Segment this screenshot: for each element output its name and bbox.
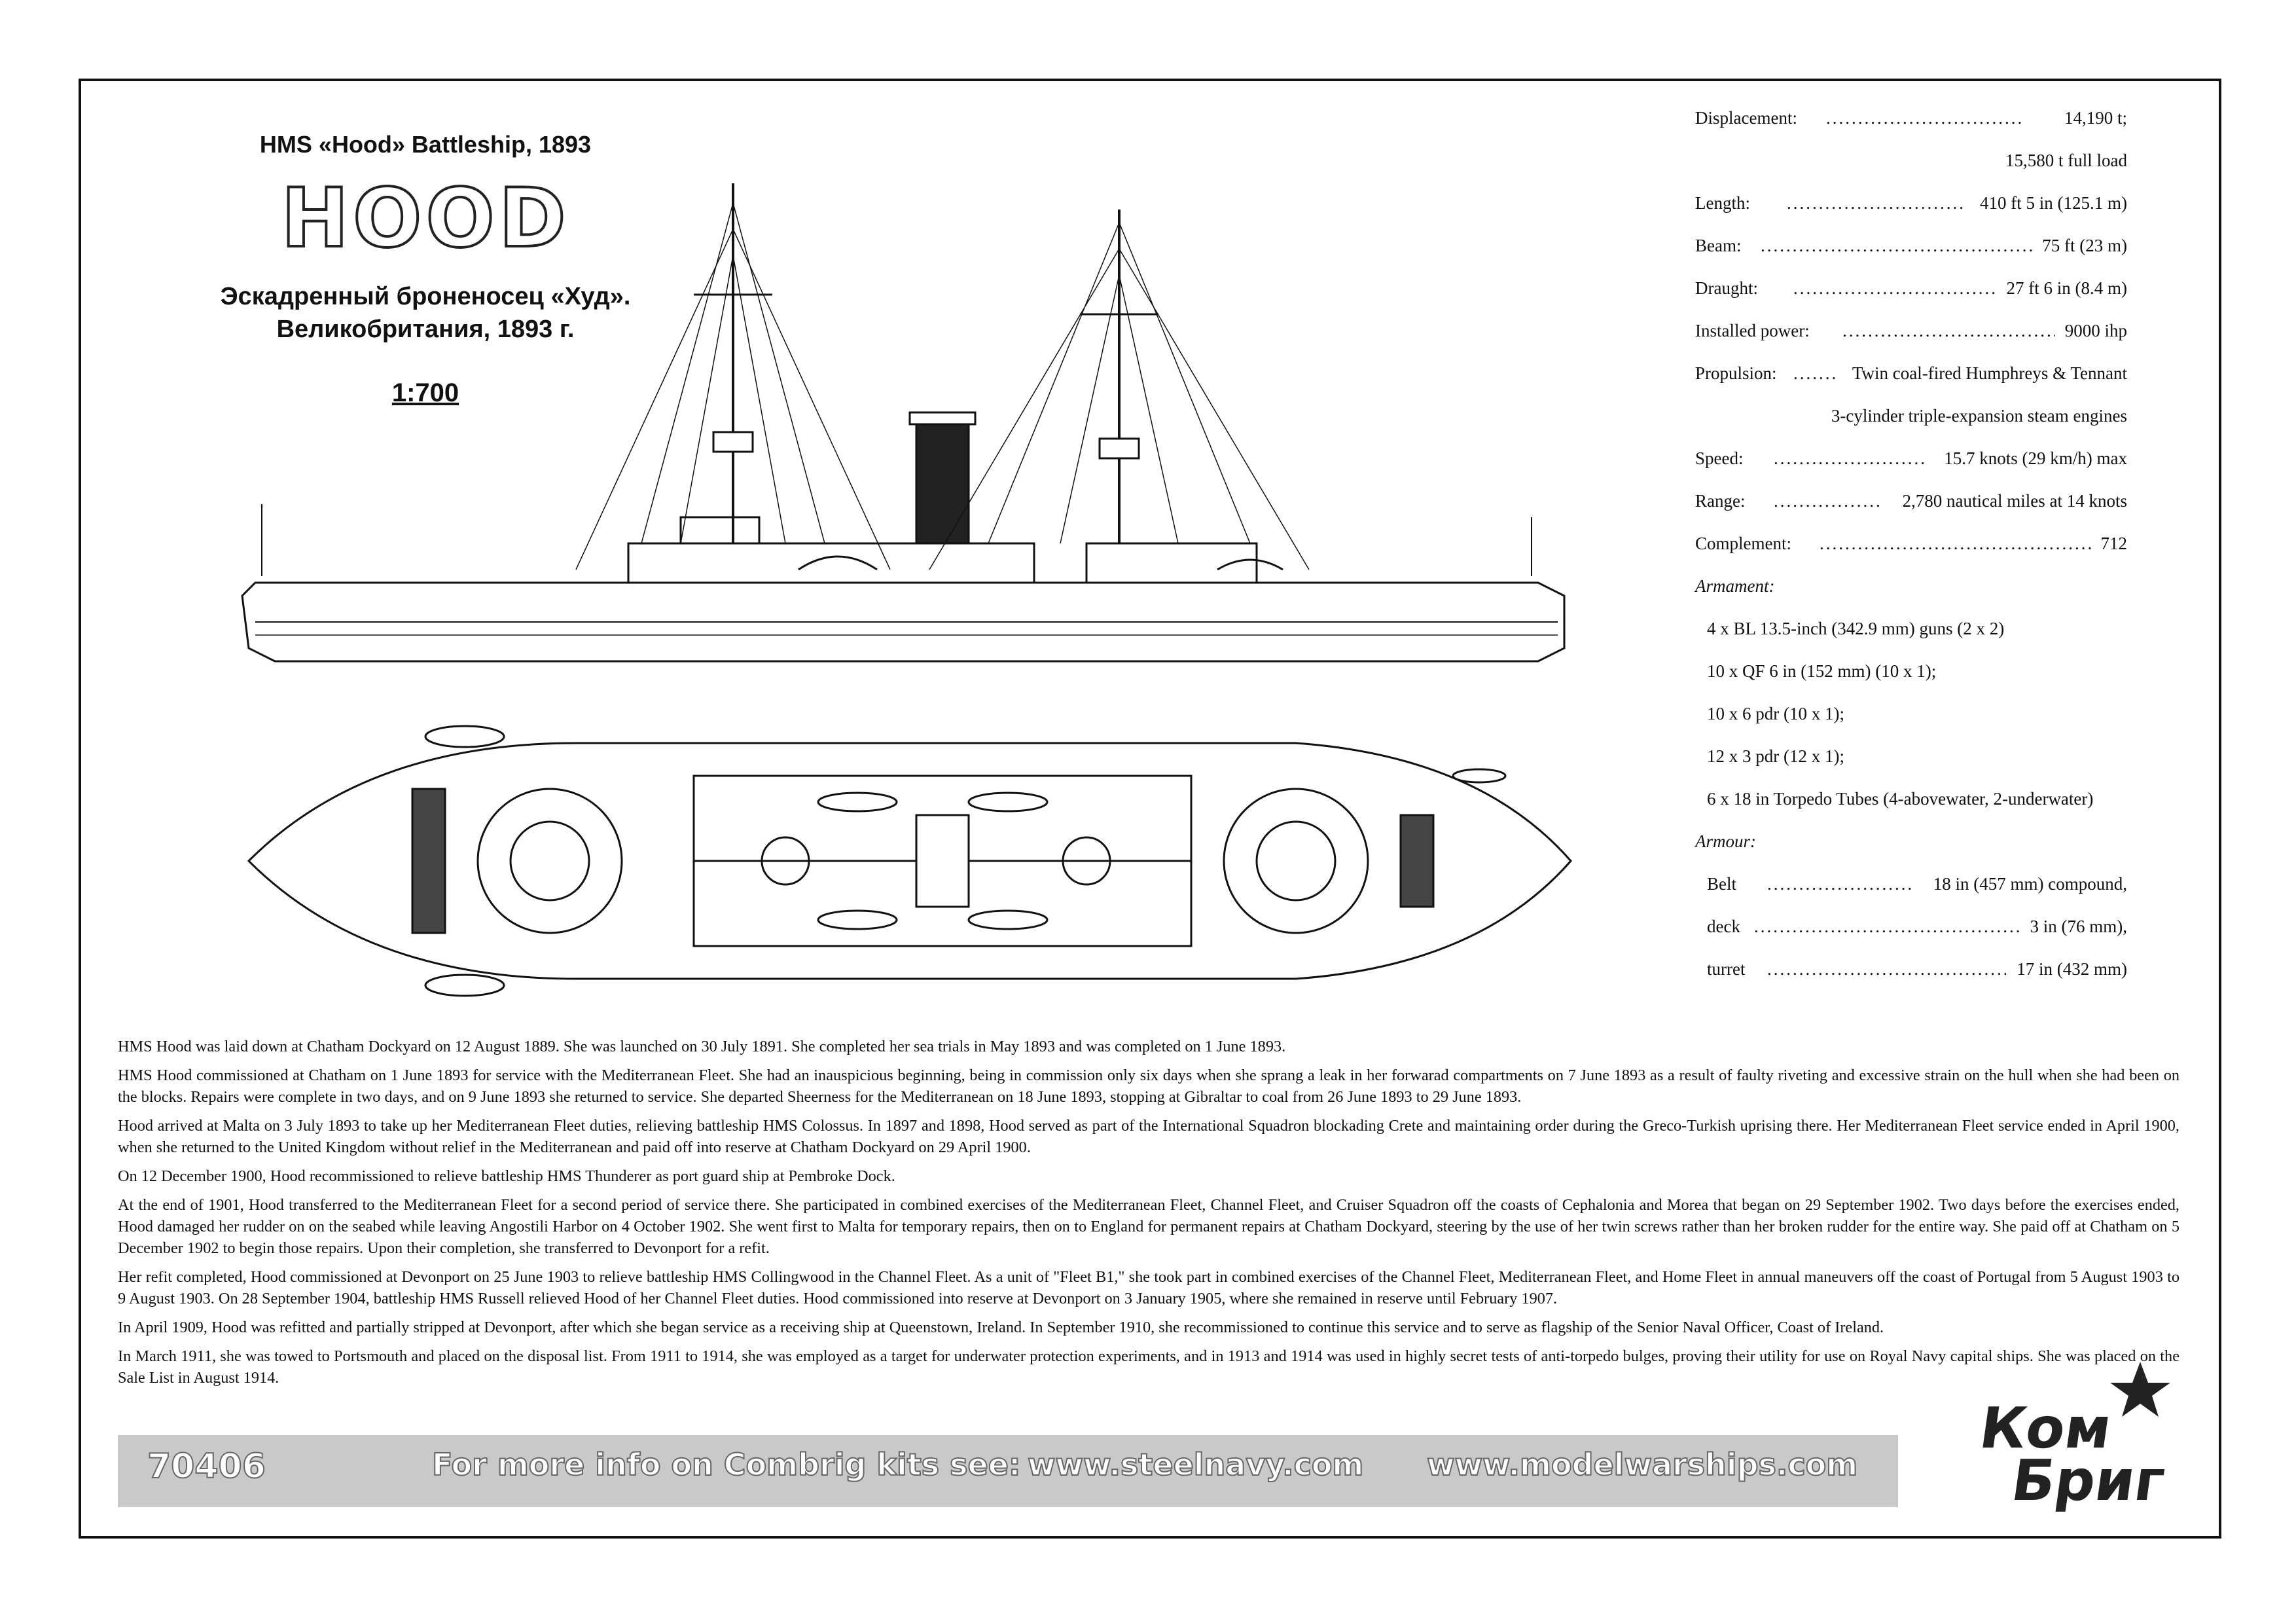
spec-beam: Beam: ..................................… (1695, 232, 2127, 275)
leader-dots: ........................................… (1842, 321, 2055, 340)
spec-propulsion-cont: 3-cylinder triple-expansion steam engine… (1831, 406, 2127, 426)
leader-dots: ........................................… (1767, 874, 1911, 894)
spec-complement: Complement: ............................… (1695, 530, 2127, 573)
history-paragraph: In March 1911, she was towed to Portsmou… (118, 1347, 2179, 1387)
leader-dots: ........................................… (1754, 917, 2019, 936)
history-paragraph: Her refit completed, Hood commissioned a… (118, 1268, 2179, 1307)
spec-installed-power: Installed power: .......................… (1695, 318, 2127, 360)
leader-dots: ........................................… (1826, 108, 2022, 128)
spec-displacement: Displacement: ..........................… (1695, 105, 2127, 147)
spec-armament-qf6: 10 x QF 6 in (152 mm) (10 x 1); (1707, 661, 1937, 681)
spec-armour-belt: Belt ...................................… (1695, 871, 2127, 913)
footer-band: 70406 For more info on Combrig kits see:… (118, 1435, 1898, 1507)
ship-name: HOOD (279, 170, 570, 267)
spec-armament-torpedo: 6 x 18 in Torpedo Tubes (4-abovewater, 2… (1707, 789, 2094, 809)
spec-armament-3pdr: 12 x 3 pdr (12 x 1); (1707, 746, 1844, 766)
side-profile-drawing (241, 183, 1566, 663)
spec-length: Length: ................................… (1695, 190, 2127, 232)
spec-displacement-full: 15,580 t full load (2005, 151, 2127, 170)
history-text: HMS Hood was laid down at Chatham Dockya… (118, 1036, 2179, 1396)
leader-dots: ........................................… (1761, 236, 2032, 255)
spec-speed: Speed: .................................… (1695, 445, 2127, 488)
leader-dots: .......... (1793, 363, 1836, 383)
title-russian-line1: Эскадренный броненосец «Худ». (220, 283, 631, 310)
link-modelwarships[interactable]: www.modelwarships.com (1426, 1446, 1858, 1483)
star-icon (2110, 1362, 2170, 1417)
history-paragraph: HMS Hood was laid down at Chatham Dockya… (118, 1038, 1286, 1055)
spec-armament-6pdr: 10 x 6 pdr (10 x 1); (1707, 704, 1844, 723)
history-paragraph: In April 1909, Hood was refitted and par… (118, 1319, 1884, 1336)
leader-dots: ........................................… (1774, 491, 1882, 511)
page-frame (79, 79, 2221, 1539)
spec-armour-turret: turret .................................… (1695, 956, 2127, 998)
specifications-panel: Displacement: ..........................… (1695, 105, 2127, 998)
spec-armour-deck: deck ...................................… (1695, 913, 2127, 956)
leader-dots: ........................................… (1820, 534, 2094, 553)
leader-dots: ........................................… (1787, 193, 1964, 213)
spec-propulsion: Propulsion: .......... Twin coal-fired H… (1695, 360, 2127, 403)
info-text: For more info on Combrig kits see: (431, 1446, 1021, 1483)
spec-armament-main: 4 x BL 13.5-inch (342.9 mm) guns (2 x 2) (1707, 619, 2005, 638)
leader-dots: ........................................… (1767, 959, 2006, 979)
title-english: HMS «Hood» Battleship, 1893 (259, 131, 592, 158)
spec-range: Range: .................................… (1695, 488, 2127, 530)
history-paragraph: HMS Hood commissioned at Chatham on 1 Ju… (118, 1067, 2179, 1106)
history-paragraph: Hood arrived at Malta on 3 July 1893 to … (118, 1117, 2179, 1156)
history-paragraph: At the end of 1901, Hood transferred to … (118, 1196, 2179, 1257)
leader-dots: ........................................… (1774, 448, 1924, 468)
title-russian-line2: Великобритания, 1893 г. (276, 316, 575, 343)
spec-armament-heading: Armament: (1695, 576, 1775, 596)
deck-plan-drawing (247, 725, 1572, 997)
leader-dots: ........................................… (1793, 278, 1996, 298)
logo-line2: Бриг (2007, 1448, 2169, 1514)
spec-armour-heading: Armour: (1695, 831, 1756, 851)
spec-draught: Draught: ...............................… (1695, 275, 2127, 318)
logo-line1: Ком (1975, 1396, 2116, 1461)
combrig-logo: Ком Бриг (1975, 1362, 2193, 1519)
kit-number: 70406 (147, 1446, 266, 1487)
link-steelnavy[interactable]: www.steelnavy.com (1027, 1446, 1364, 1483)
scale-label: 1:700 (391, 378, 459, 407)
history-paragraph: On 12 December 1900, Hood recommissioned… (118, 1167, 895, 1185)
